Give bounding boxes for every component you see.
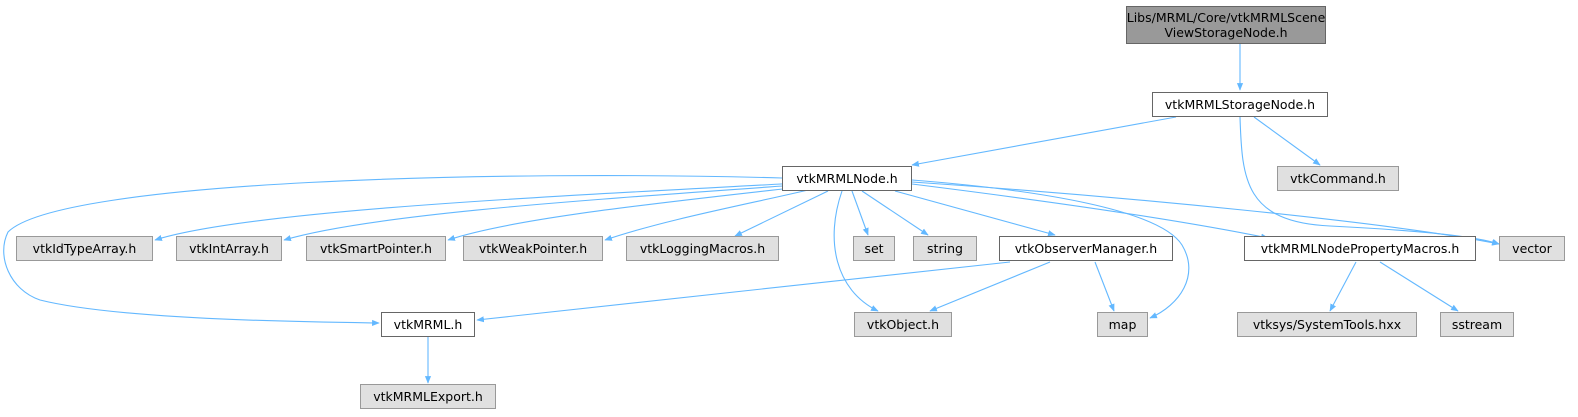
node-label: Libs/MRML/Core/vtkMRMLScene xyxy=(1126,10,1326,25)
edge-node-to-intarray xyxy=(283,183,811,242)
node-label: vtkLoggingMacros.h xyxy=(639,241,766,256)
edge-node-to-set xyxy=(851,190,869,236)
node-vtkintarray: vtkIntArray.h xyxy=(176,236,282,261)
node-label: vtkCommand.h xyxy=(1290,171,1386,186)
node-label: set xyxy=(864,241,884,256)
edge-node-to-string xyxy=(861,190,929,236)
edge-node-to-propmacros xyxy=(911,183,1269,240)
node-label: vtkIdTypeArray.h xyxy=(32,241,137,256)
node-label: sstream xyxy=(1451,317,1503,332)
node-string: string xyxy=(913,236,977,261)
node-vtksys-systemtools: vtksys/SystemTools.hxx xyxy=(1237,312,1417,337)
node-label: vtkMRMLStorageNode.h xyxy=(1164,97,1316,112)
edge-node-to-logging xyxy=(734,190,829,237)
node-label: vtkSmartPointer.h xyxy=(320,241,432,256)
node-vector: vector xyxy=(1499,236,1565,261)
edge-propmacros-to-sstream xyxy=(1379,261,1459,312)
node-label: map xyxy=(1108,317,1137,332)
node-root-file[interactable]: Libs/MRML/Core/vtkMRMLScene ViewStorageN… xyxy=(1126,6,1326,44)
edge-node-to-observer xyxy=(894,190,1056,237)
edge-node-to-map xyxy=(911,179,1190,319)
node-sstream: sstream xyxy=(1440,312,1514,337)
edge-storage-to-command xyxy=(1253,116,1321,166)
node-label: vtkObject.h xyxy=(866,317,940,332)
node-label: vector xyxy=(1512,241,1552,256)
edge-propmacros-to-systools xyxy=(1329,261,1357,312)
node-label: vtkMRML.h xyxy=(393,317,463,332)
node-map: map xyxy=(1097,312,1148,337)
node-vtkmrml[interactable]: vtkMRML.h xyxy=(381,312,475,337)
node-vtkmrmlnode[interactable]: vtkMRMLNode.h xyxy=(782,166,912,191)
node-vtkidtypearray: vtkIdTypeArray.h xyxy=(16,236,153,261)
edge-node-to-mrml xyxy=(3,175,783,326)
edge-node-to-weakptr xyxy=(604,185,826,241)
edge-storage-to-node xyxy=(911,116,1177,167)
edge-node-to-idtype xyxy=(154,182,801,241)
node-label: vtkMRMLNode.h xyxy=(796,171,898,186)
node-label: vtkMRMLExport.h xyxy=(373,389,483,404)
node-label: vtkObserverManager.h xyxy=(1014,241,1158,256)
node-set: set xyxy=(853,236,895,261)
node-label: string xyxy=(927,241,963,256)
node-vtkloggingmacros: vtkLoggingMacros.h xyxy=(626,236,779,261)
node-vtkmrmlstoragenode[interactable]: vtkMRMLStorageNode.h xyxy=(1152,92,1328,117)
node-vtkmrmlexport: vtkMRMLExport.h xyxy=(360,384,496,409)
node-vtksmartpointer: vtkSmartPointer.h xyxy=(306,236,446,261)
node-label: vtkMRMLNodePropertyMacros.h xyxy=(1260,241,1460,256)
node-label: ViewStorageNode.h xyxy=(1164,25,1288,40)
edge-observer-to-map xyxy=(1094,261,1115,312)
node-label: vtkIntArray.h xyxy=(189,241,269,256)
edge-node-to-object xyxy=(833,190,879,312)
edge-observer-to-mrml xyxy=(476,261,1011,323)
node-label: vtkWeakPointer.h xyxy=(478,241,588,256)
node-vtkobject: vtkObject.h xyxy=(854,312,952,337)
node-vtkcommand: vtkCommand.h xyxy=(1277,166,1399,191)
node-vtkweakpointer: vtkWeakPointer.h xyxy=(463,236,603,261)
edge-observer-to-object xyxy=(929,261,1051,312)
node-label: vtksys/SystemTools.hxx xyxy=(1252,317,1402,332)
edge-node-to-vector xyxy=(911,181,1500,246)
edge-node-to-smartptr xyxy=(447,184,818,241)
node-vtkmrmlnodepropertymacros[interactable]: vtkMRMLNodePropertyMacros.h xyxy=(1244,236,1476,261)
node-vtkobservermanager[interactable]: vtkObserverManager.h xyxy=(999,236,1173,261)
